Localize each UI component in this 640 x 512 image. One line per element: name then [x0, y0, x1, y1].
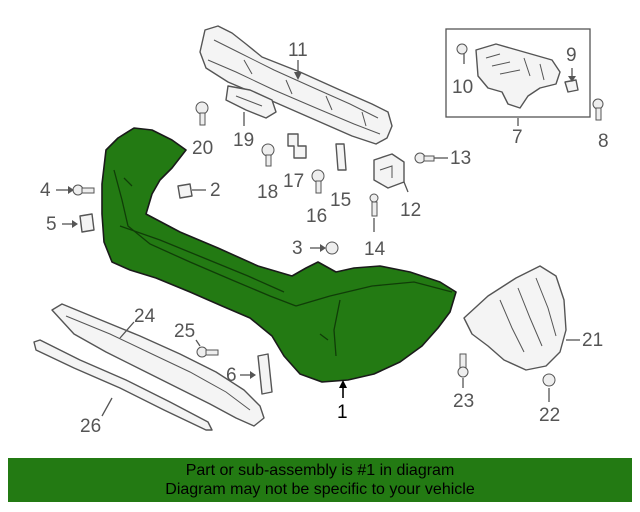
callout-13: 13 [450, 148, 472, 169]
bracket-assembly-box[interactable] [445, 28, 591, 118]
clip-22[interactable] [542, 373, 556, 387]
banner-line-1: Part or sub-assembly is #1 in diagram [185, 462, 455, 479]
callout-21: 21 [582, 330, 604, 351]
trim-strip-24[interactable] [51, 303, 265, 427]
clip-5[interactable] [79, 213, 95, 233]
callout-2: 2 [210, 180, 221, 201]
clip-bracket-19[interactable] [225, 85, 277, 119]
screw-14[interactable] [369, 193, 379, 217]
callout-14: 14 [364, 239, 386, 260]
bolt-25[interactable] [196, 346, 219, 358]
screw-23[interactable] [457, 353, 469, 378]
callout-11: 11 [288, 40, 308, 61]
callout-22: 22 [539, 405, 561, 426]
callout-8: 8 [598, 131, 609, 152]
callout-23: 23 [453, 391, 475, 412]
callout-17: 17 [283, 171, 305, 192]
callout-18: 18 [257, 182, 279, 203]
clip-2[interactable] [177, 183, 193, 199]
callout-19: 19 [233, 130, 255, 151]
callout-12: 12 [400, 200, 422, 221]
callout-26: 26 [80, 416, 102, 437]
callout-4: 4 [40, 180, 51, 201]
callout-24: 24 [134, 306, 156, 327]
callout-3: 3 [292, 238, 303, 259]
bumper-cover[interactable] [101, 127, 457, 383]
callout-25: 25 [174, 321, 196, 342]
bracket-12[interactable] [373, 153, 405, 189]
disclaimer-banner: Part or sub-assembly is #1 in diagram Di… [8, 458, 632, 502]
callout-10: 10 [452, 77, 474, 98]
banner-line-2: Diagram may not be specific to your vehi… [165, 481, 475, 498]
bolt-20[interactable] [195, 101, 209, 126]
parts-diagram [33, 25, 604, 431]
callout-16: 16 [306, 206, 328, 227]
reflector-6[interactable] [257, 353, 273, 395]
reinforcement-beam[interactable] [199, 25, 393, 145]
bolt-13[interactable] [414, 152, 435, 164]
bolt-18[interactable] [261, 143, 275, 167]
bolt-4[interactable] [72, 184, 95, 196]
skid-plate[interactable] [463, 265, 567, 371]
molding-26[interactable] [33, 339, 213, 431]
callout-9: 9 [566, 45, 577, 66]
callout-20: 20 [192, 138, 214, 159]
callout-15: 15 [330, 190, 352, 211]
callout-5: 5 [46, 214, 57, 235]
callout-6: 6 [226, 365, 237, 386]
bolt-16[interactable] [311, 169, 325, 194]
bracket-15[interactable] [335, 143, 347, 171]
callout-1: 1 [337, 402, 348, 423]
bolt-8[interactable] [592, 98, 604, 121]
nut-3[interactable] [325, 241, 339, 255]
callout-7: 7 [512, 127, 523, 148]
bracket-17[interactable] [287, 133, 307, 159]
